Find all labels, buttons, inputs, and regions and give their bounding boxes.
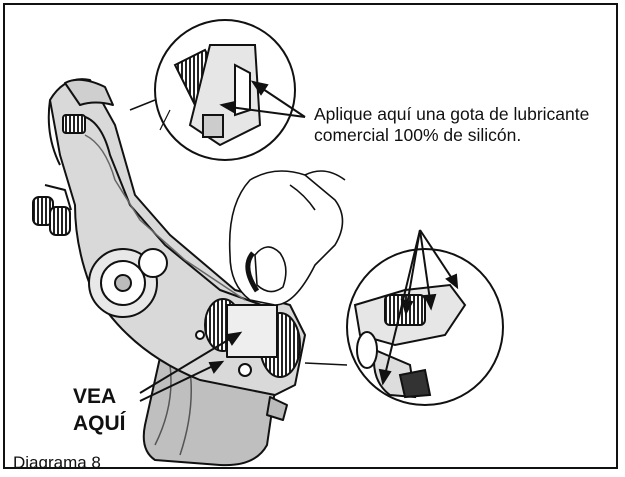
see-here-line-1: VEA	[73, 385, 117, 408]
diagram-caption: Diagrama 8	[13, 453, 101, 469]
see-here-label: VEA AQUÍ	[73, 383, 126, 437]
labeler-illustration	[32, 19, 504, 467]
arrows-right-detail	[378, 229, 459, 386]
print-wheels	[204, 298, 301, 378]
detail-circle-top	[129, 19, 296, 161]
lubricant-line-1: Aplique aquí una gota de lubricante	[314, 104, 590, 124]
labeler-gun	[32, 78, 306, 467]
lubricant-line-2: comercial 100% de silicón.	[314, 125, 522, 145]
lubricant-instruction: Aplique aquí una gota de lubricante come…	[314, 104, 616, 146]
detail-circle-right	[304, 248, 504, 406]
hand-illustration	[228, 170, 346, 306]
see-here-line-2: AQUÍ	[73, 412, 126, 435]
arrows-lubricant	[219, 80, 306, 118]
diagram-frame: Aplique aquí una gota de lubricante come…	[3, 3, 618, 469]
arrows-see-here	[139, 331, 243, 402]
adjustment-knobs	[32, 184, 72, 236]
